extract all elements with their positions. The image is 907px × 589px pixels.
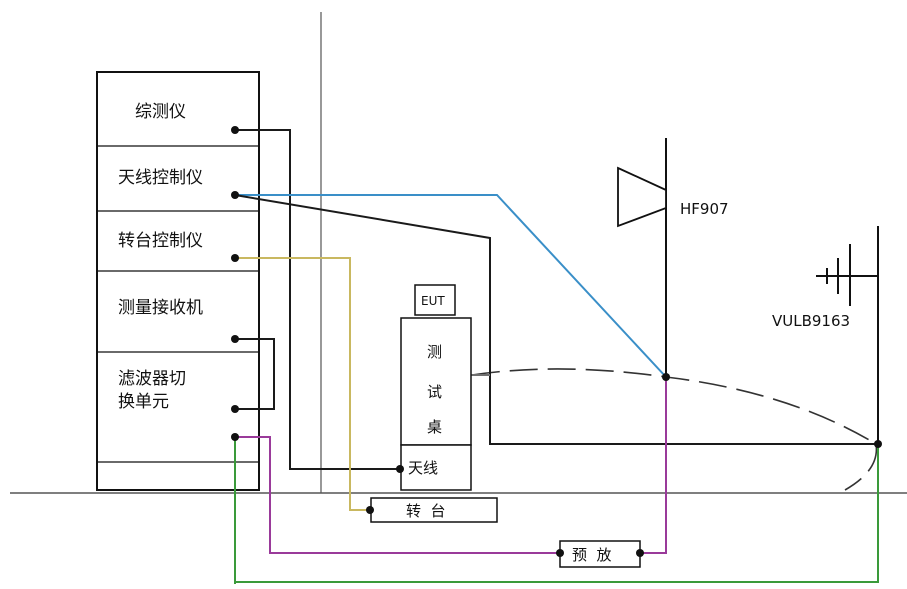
port-dot <box>556 549 564 557</box>
rack-unit-label: 综测仪 <box>135 102 186 122</box>
port-dot <box>231 335 239 343</box>
port-dot <box>231 191 239 199</box>
port-dot <box>231 405 239 413</box>
port-dot <box>231 254 239 262</box>
cable-antenna-controller-black <box>234 194 878 445</box>
rack-frame <box>96 71 260 491</box>
table-antenna-box <box>400 444 472 491</box>
turntable-label: 转 台 <box>406 502 446 520</box>
horn-antenna-label: HF907 <box>680 200 729 218</box>
log-antenna-label: VULB9163 <box>772 312 850 330</box>
cable-filter-to-log-antenna <box>235 444 879 583</box>
preamp: 预 放 <box>556 540 644 568</box>
port-dot <box>231 126 239 134</box>
port-dot <box>231 433 239 441</box>
cable-receiver-to-filter <box>235 338 275 410</box>
measurement-ellipse <box>471 368 878 491</box>
rack-unit-label: 滤波器切 <box>118 369 186 389</box>
port-dot <box>636 549 644 557</box>
rack-unit-label: 转台控制仪 <box>118 231 203 251</box>
table-label-char: 试 <box>427 383 442 401</box>
table-antenna-label: 天线 <box>408 459 438 477</box>
eut-box <box>414 284 456 316</box>
cable-antenna-controller-blue <box>235 194 667 378</box>
turntable: 转 台 <box>366 497 498 523</box>
cable-preamp-to-horn <box>640 377 667 554</box>
port-dot <box>874 440 882 448</box>
cable-filter-to-preamp <box>235 436 560 554</box>
rack-unit-label: 测量接收机 <box>118 298 203 318</box>
horn-antenna: HF907 <box>617 138 729 381</box>
port-dot <box>662 373 670 381</box>
cable-turntable-controller <box>235 257 370 511</box>
table-label-char: 桌 <box>427 418 442 436</box>
log-periodic-antenna: VULB9163 <box>772 226 882 448</box>
horn-antenna-icon <box>617 166 667 228</box>
cable-tester-to-table-antenna <box>235 129 400 470</box>
test-table: EUT 测 试 桌 天线 <box>396 284 472 491</box>
table-label-char: 测 <box>427 343 442 361</box>
rack-unit-label: 天线控制仪 <box>118 168 203 188</box>
rack-unit-label: 换单元 <box>118 392 169 412</box>
port-dot <box>396 465 404 473</box>
preamp-label: 预 放 <box>572 546 612 564</box>
instrument-rack: 综测仪 天线控制仪 转台控制仪 测量接收机 滤波器切 换单元 <box>96 71 260 491</box>
table-body <box>400 317 472 446</box>
eut-label: EUT <box>421 294 445 308</box>
port-dot <box>366 506 374 514</box>
